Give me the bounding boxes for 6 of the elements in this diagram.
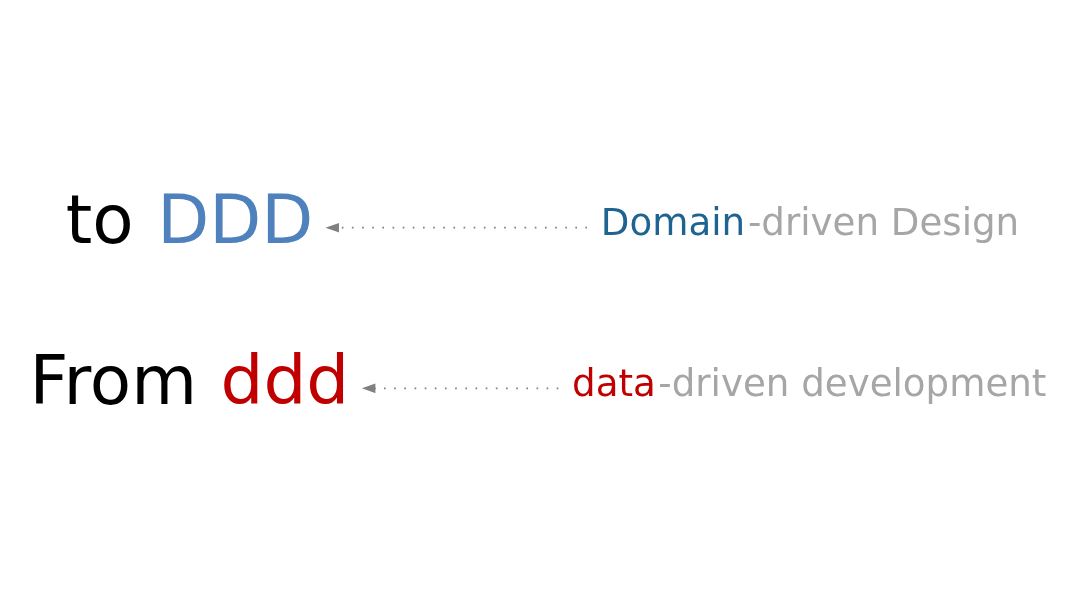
node-text: to DDD bbox=[65, 179, 314, 259]
node-text: Domain-driven Design bbox=[600, 200, 1020, 245]
arrow bbox=[325, 222, 588, 233]
node-text: data-driven development bbox=[572, 361, 1047, 406]
node-text: From ddd bbox=[29, 340, 350, 420]
arrow bbox=[361, 383, 560, 394]
